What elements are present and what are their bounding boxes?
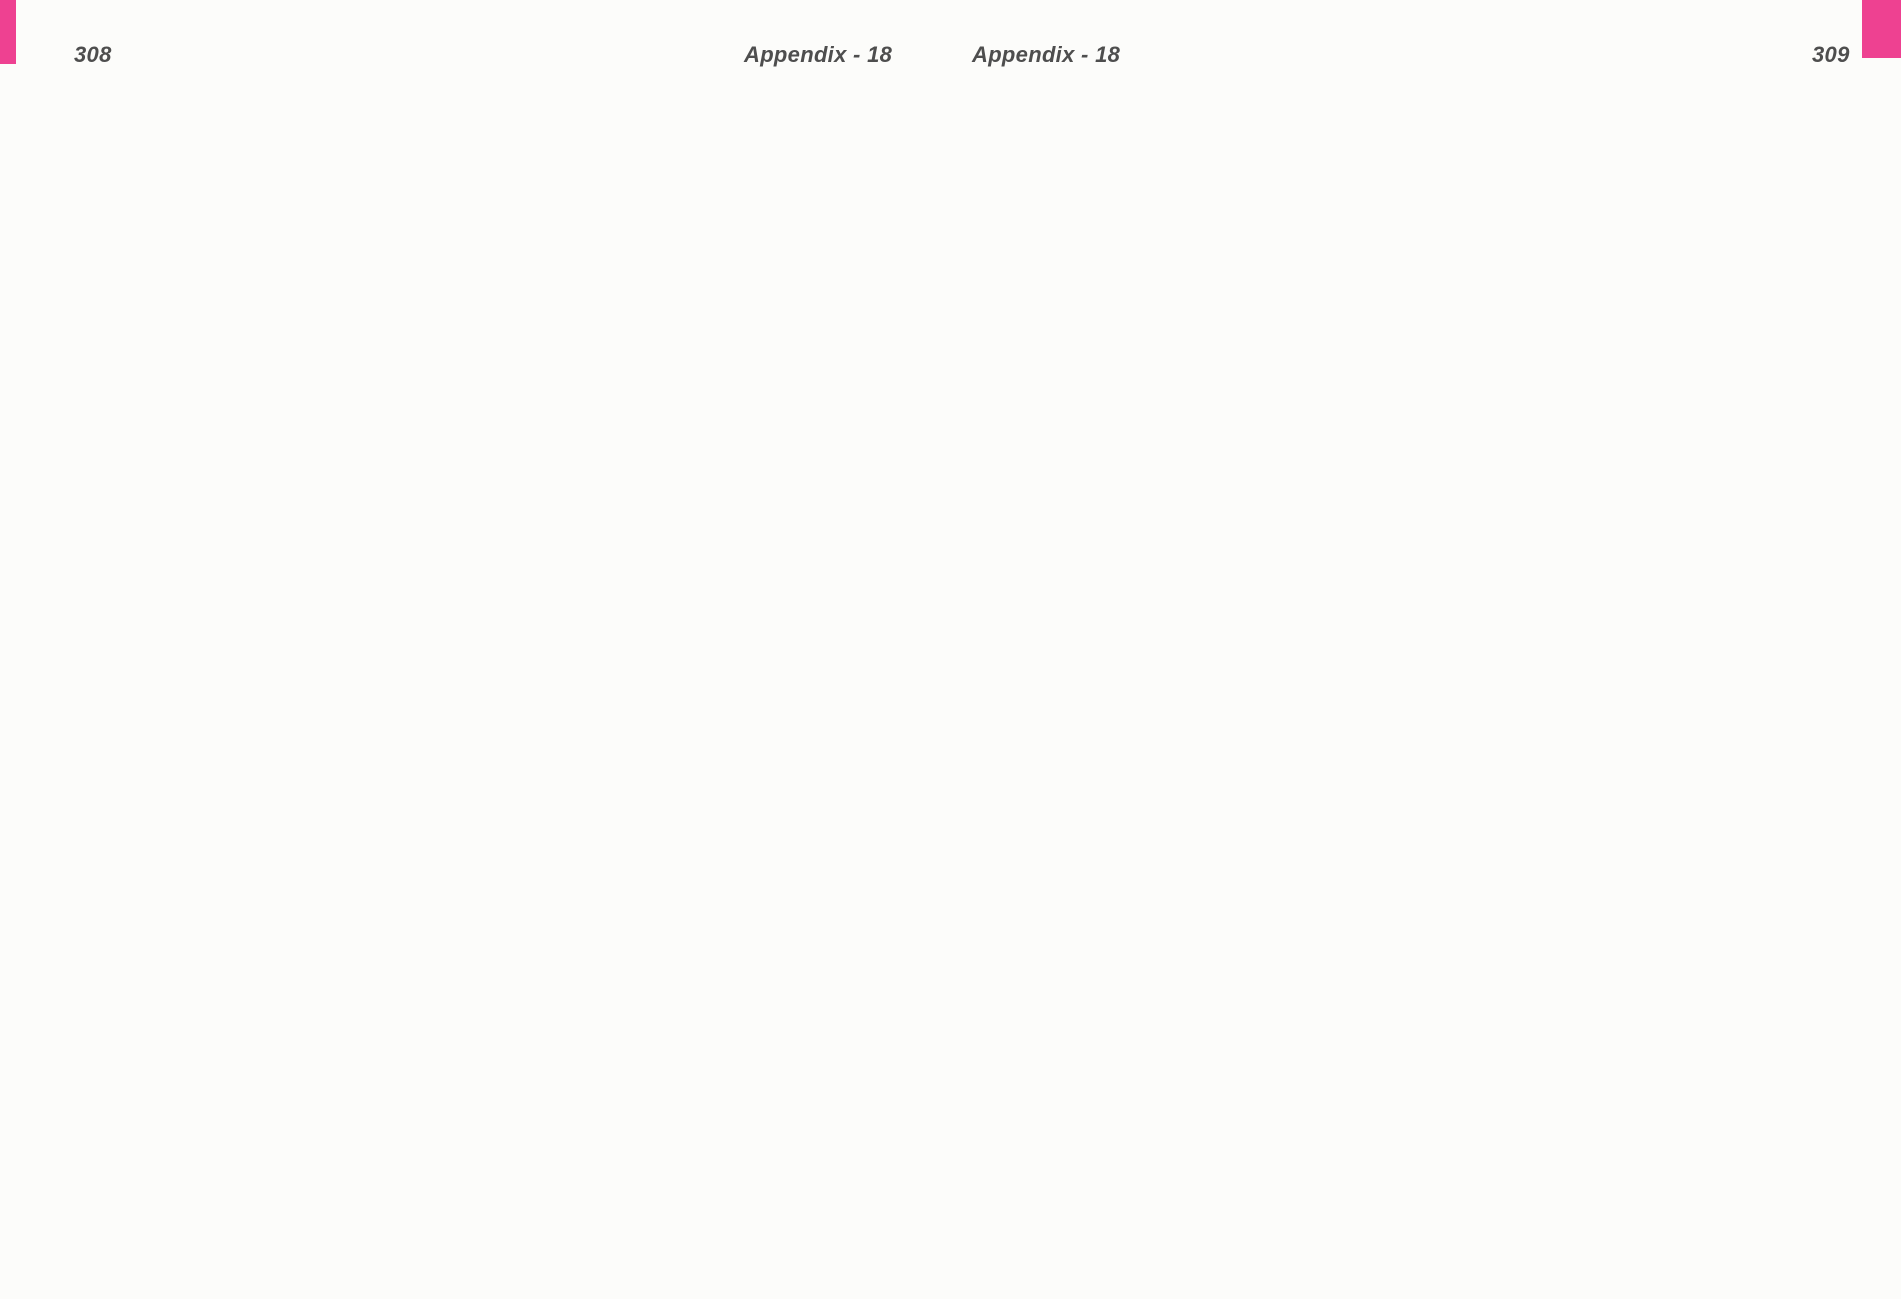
book-spread: 308 Appendix - 18 Appendix - 18 309 <box>0 0 1901 1299</box>
wiring-diagrams-canvas <box>0 0 1901 1299</box>
